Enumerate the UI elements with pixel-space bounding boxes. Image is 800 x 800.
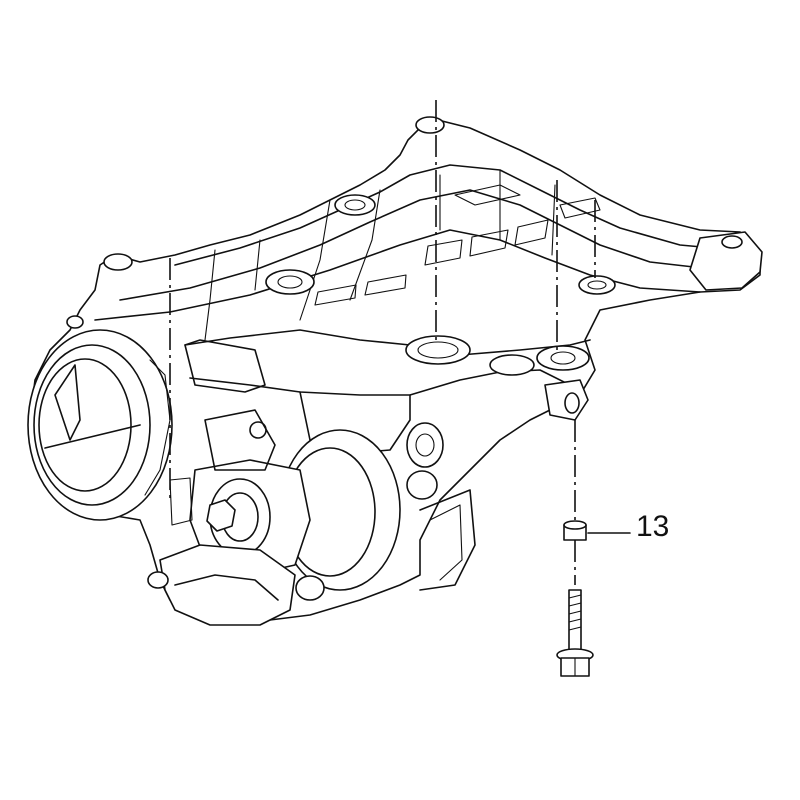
- shaft-nut: [206, 499, 236, 532]
- pump-inlet-throat: [27, 329, 173, 521]
- part-callout-number: 13: [636, 510, 670, 543]
- bolt-centerlines: [169, 100, 596, 520]
- flange-bolt: [556, 540, 594, 677]
- dowel-sleeve: [563, 520, 587, 541]
- pump-front-body: [147, 409, 401, 626]
